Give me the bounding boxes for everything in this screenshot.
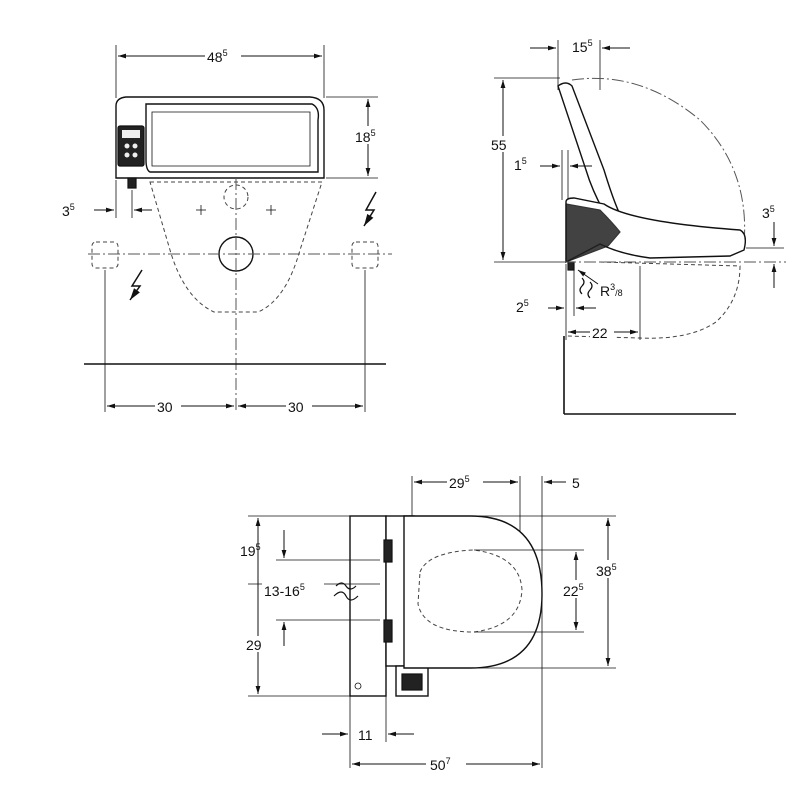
front-offset-label: 35 [62, 202, 75, 219]
upper-dim-label: 195 [240, 542, 261, 559]
side-offset-label: 11 [358, 727, 373, 743]
side-lid-offset-label: 15 [514, 156, 527, 173]
total-depth-label: 507 [430, 756, 451, 773]
side-depth-bottom-label: 22 [592, 325, 608, 341]
opening-dim-label: 225 [563, 582, 584, 599]
front-view: 485 185 35 [62, 45, 392, 415]
right-spacing-label: 30 [288, 399, 304, 415]
range-dim-label: 13-165 [264, 582, 305, 599]
top-view: 295 5 195 13-165 29 [240, 474, 626, 773]
front-width-label: 485 [207, 48, 228, 65]
side-pipe-label: R3/8 [600, 282, 623, 299]
side-height-label: 55 [491, 137, 507, 153]
water-icon [333, 582, 359, 601]
side-offset-label: 25 [516, 298, 529, 315]
left-spacing-label: 30 [157, 399, 173, 415]
electric-icon [129, 269, 143, 301]
total-width-label: 385 [596, 562, 617, 579]
side-view: 155 55 15 35 R3/8 [490, 38, 786, 415]
side-top-depth-label: 155 [572, 38, 593, 55]
electric-icon [363, 191, 377, 227]
front-height-label: 185 [355, 128, 376, 145]
edge-label: 5 [572, 475, 580, 491]
seat-width-label: 295 [449, 474, 470, 491]
lower-dim-label: 29 [246, 637, 262, 653]
side-gap-label: 35 [762, 204, 775, 221]
